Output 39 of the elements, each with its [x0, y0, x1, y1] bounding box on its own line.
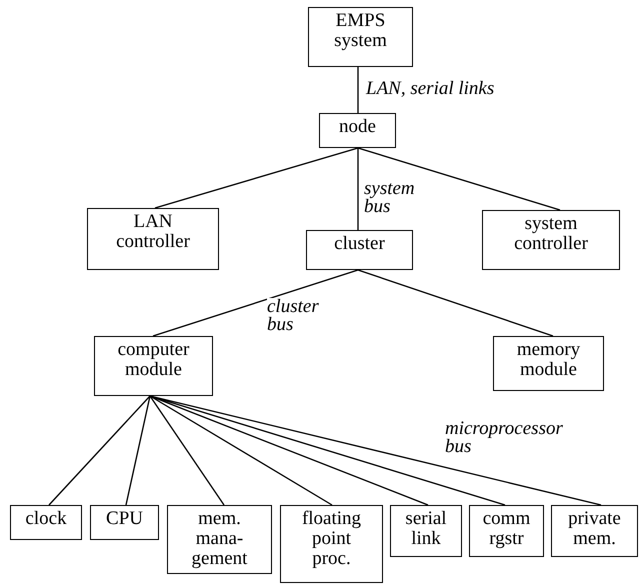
connector-line [154, 147, 358, 209]
component-box [308, 7, 413, 67]
connector-line [358, 269, 554, 337]
component-box [167, 505, 272, 574]
box-text: private mem. [567, 509, 622, 549]
component-box [87, 208, 219, 270]
component-box [482, 210, 620, 270]
box-text: cluster [334, 234, 385, 254]
box-text: computer module [116, 340, 190, 380]
component-box [280, 505, 383, 583]
connector-line [152, 269, 358, 337]
component-box [306, 230, 413, 270]
connector-line [48, 396, 150, 506]
box-text: memory module [516, 340, 582, 380]
component-box [390, 505, 462, 557]
component-box [319, 113, 396, 148]
connector-line [125, 396, 151, 506]
component-box [551, 505, 638, 557]
component-box [90, 505, 159, 540]
box-text: CPU [106, 509, 143, 529]
box-text: EMPS system [333, 11, 388, 51]
box-text: floating point proc. [300, 509, 362, 569]
box-text: serial link [404, 509, 448, 549]
component-box [469, 505, 544, 557]
box-text: LAN controller [115, 212, 191, 252]
component-box [493, 336, 604, 391]
connector-line [150, 395, 332, 506]
box-text: comm rgstr [482, 509, 532, 549]
component-box [94, 336, 213, 396]
box-text: mem. mana- gement [190, 509, 248, 569]
box-text: system controller [513, 214, 589, 254]
connector-line [357, 67, 359, 113]
connector-line [358, 147, 560, 211]
edge-label: LAN, serial links [366, 80, 494, 98]
connector-line [357, 148, 359, 230]
component-box [10, 505, 82, 540]
connector-line [149, 396, 225, 506]
box-text: node [339, 117, 376, 137]
box-text: clock [25, 509, 67, 529]
